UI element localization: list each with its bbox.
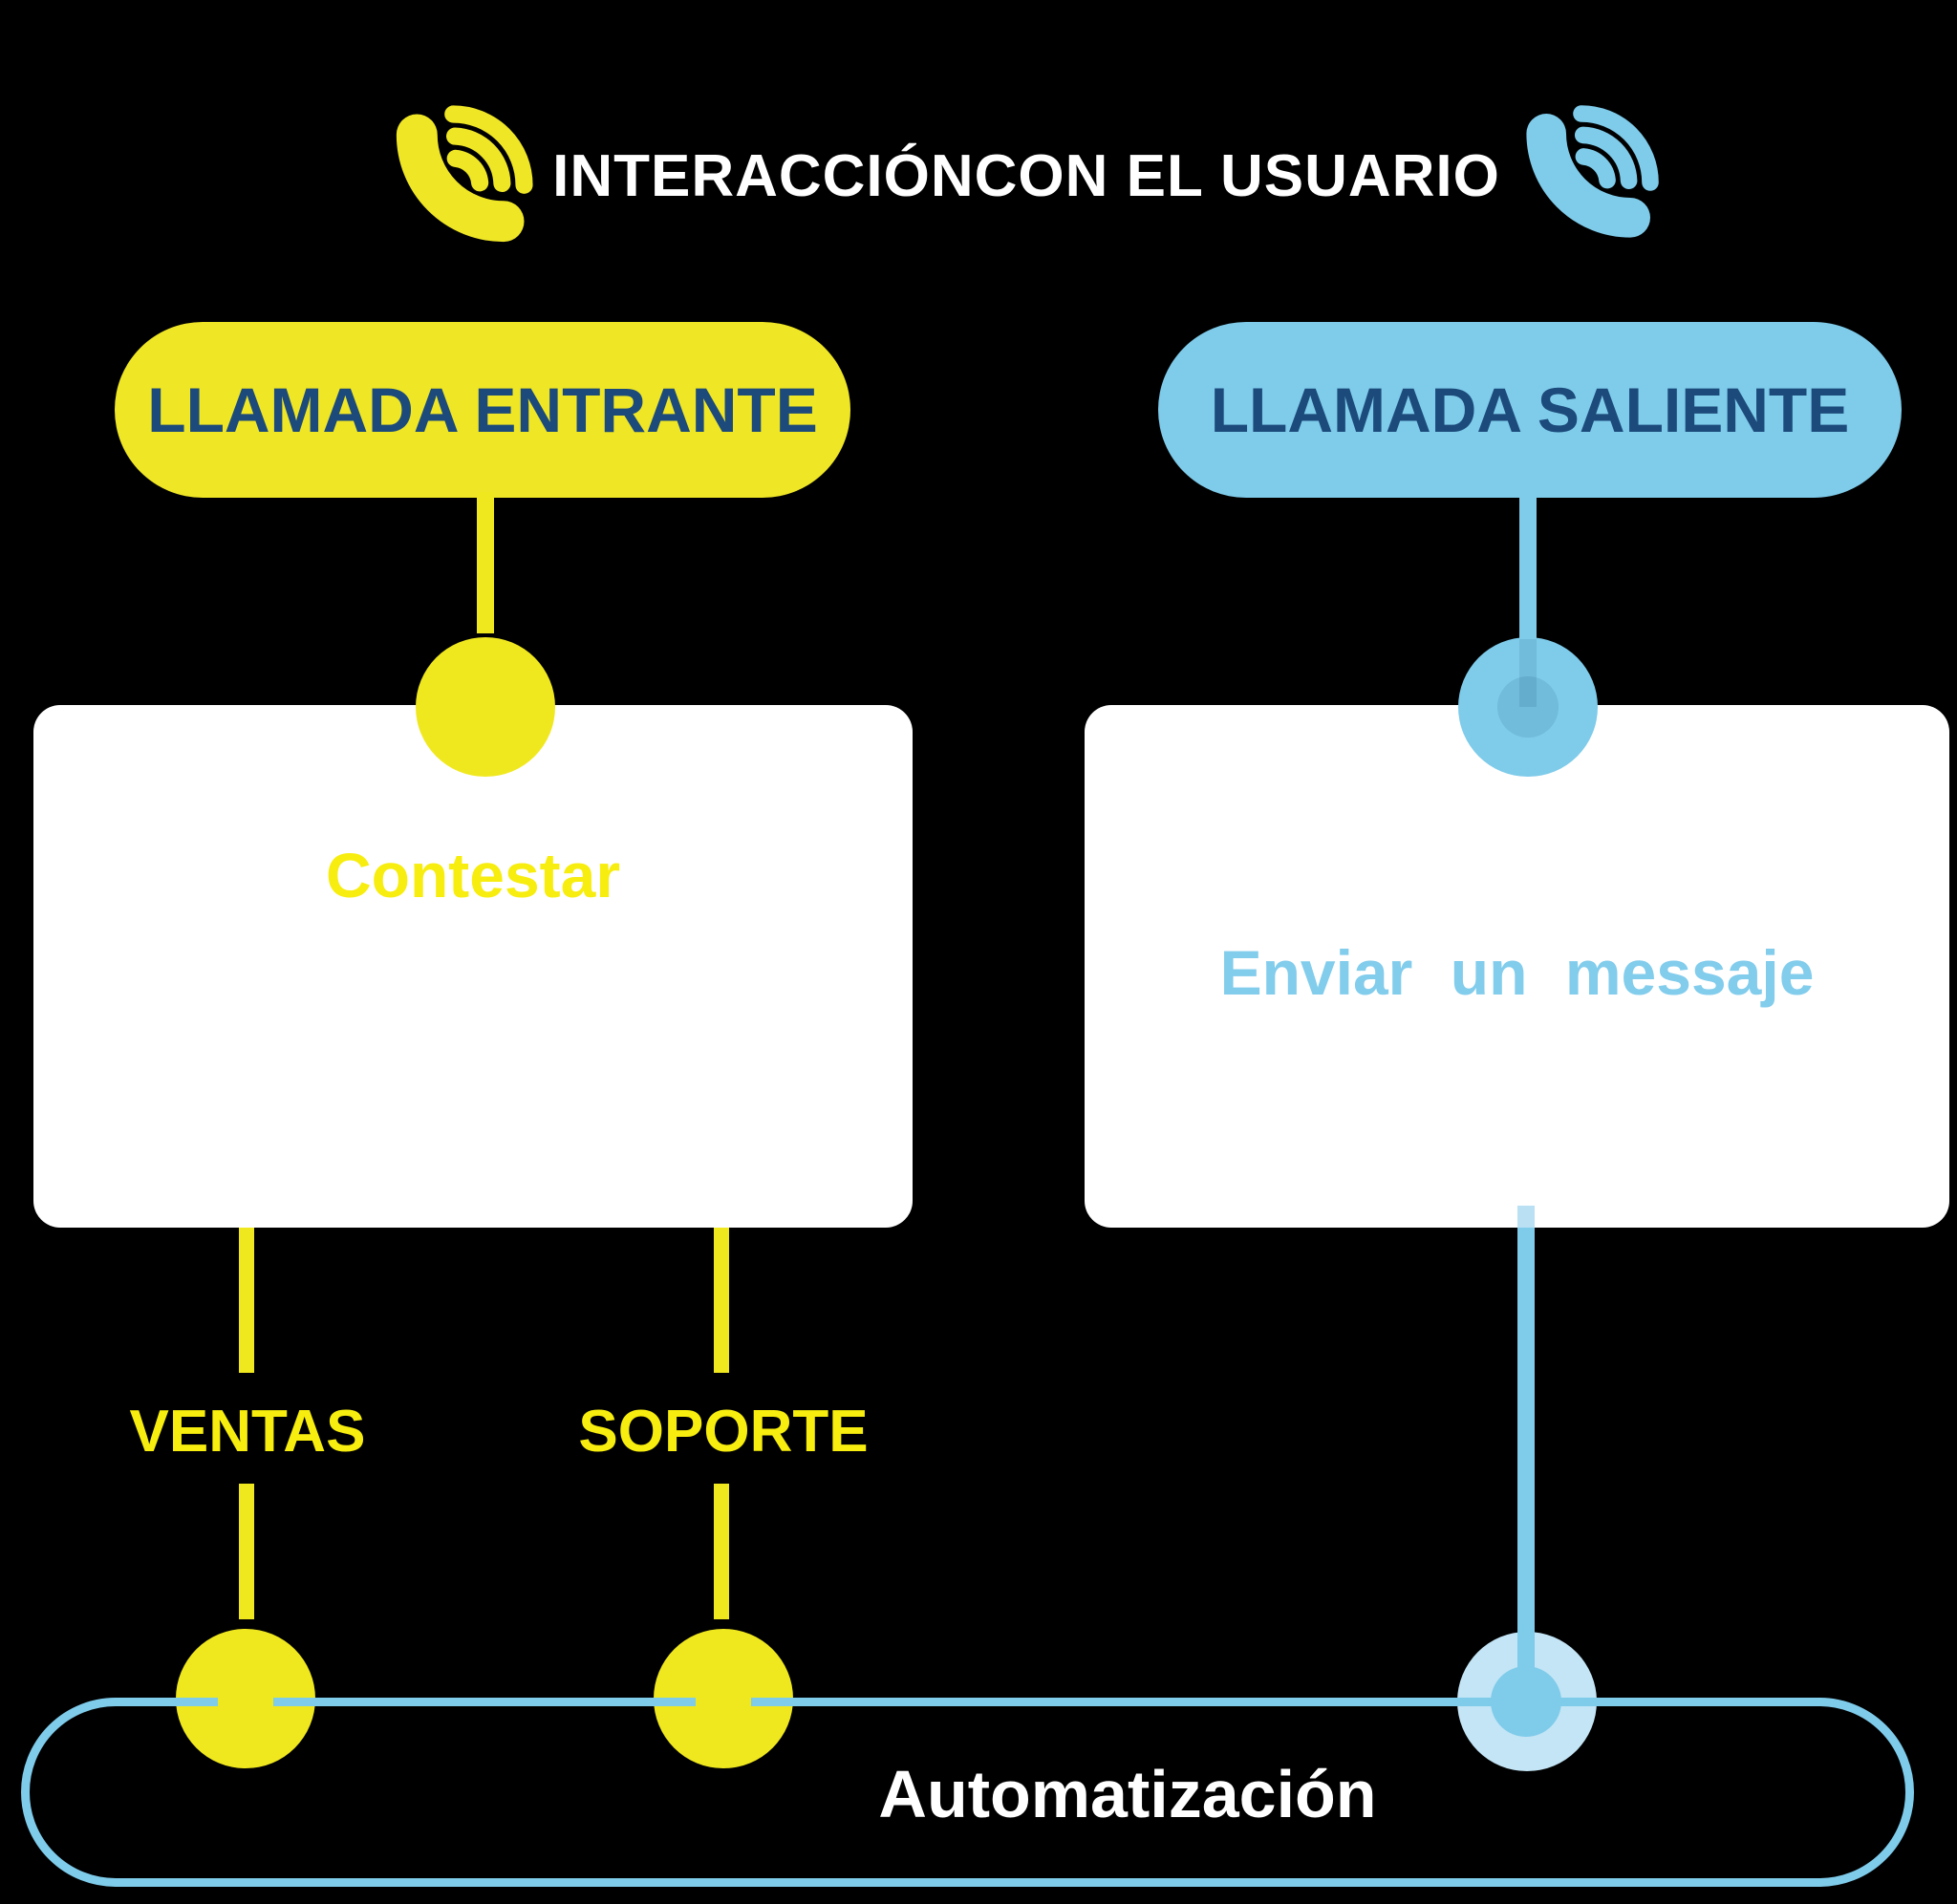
outbound-long-line-tip: [1517, 1206, 1535, 1229]
band-line-tip: [176, 1698, 218, 1706]
outbound-connector-line: [1519, 492, 1537, 638]
outbound-node-inner-dot: [1497, 676, 1559, 738]
automation-label: Automatización: [878, 1757, 1377, 1831]
inbound-call-pill-label: LLAMADA ENTRANTE: [147, 374, 818, 445]
automation-node-blue-dot: [1491, 1666, 1561, 1737]
automation-band: [21, 1698, 1914, 1887]
branch-line-soporte-lower: [714, 1484, 729, 1619]
outbound-action-label: Enviar un messaje: [1219, 937, 1815, 1008]
inbound-action-label: Contestar: [325, 840, 621, 910]
outbound-action-card: [1085, 705, 1949, 1228]
band-line-tip: [654, 1698, 696, 1706]
page-title: INTERACCIÓNCON EL USUARIO: [552, 143, 1500, 209]
branch-label-ventas: VENTAS: [129, 1399, 366, 1465]
inbound-action-card: [33, 705, 913, 1228]
band-line-tip: [751, 1698, 793, 1706]
outbound-long-line: [1517, 1228, 1535, 1701]
outbound-node-line-overlay: [1519, 639, 1537, 707]
inbound-call-pill: LLAMADA ENTRANTE: [115, 322, 850, 498]
branch-line-soporte-upper: [714, 1228, 729, 1373]
outbound-call-pill-label: LLAMADA SALIENTE: [1210, 374, 1850, 445]
band-line-tip: [273, 1698, 315, 1706]
phone-volume-icon: [1513, 98, 1670, 256]
branch-label-soporte: SOPORTE: [578, 1399, 869, 1465]
outbound-connector-node: [1458, 637, 1598, 777]
branch-line-ventas-lower: [239, 1484, 254, 1619]
inbound-connector-node: [416, 637, 555, 777]
outbound-call-pill: LLAMADA SALIENTE: [1158, 322, 1902, 498]
inbound-connector-line: [477, 492, 494, 633]
branch-line-ventas-upper: [239, 1228, 254, 1373]
phone-volume-icon: [382, 98, 540, 256]
